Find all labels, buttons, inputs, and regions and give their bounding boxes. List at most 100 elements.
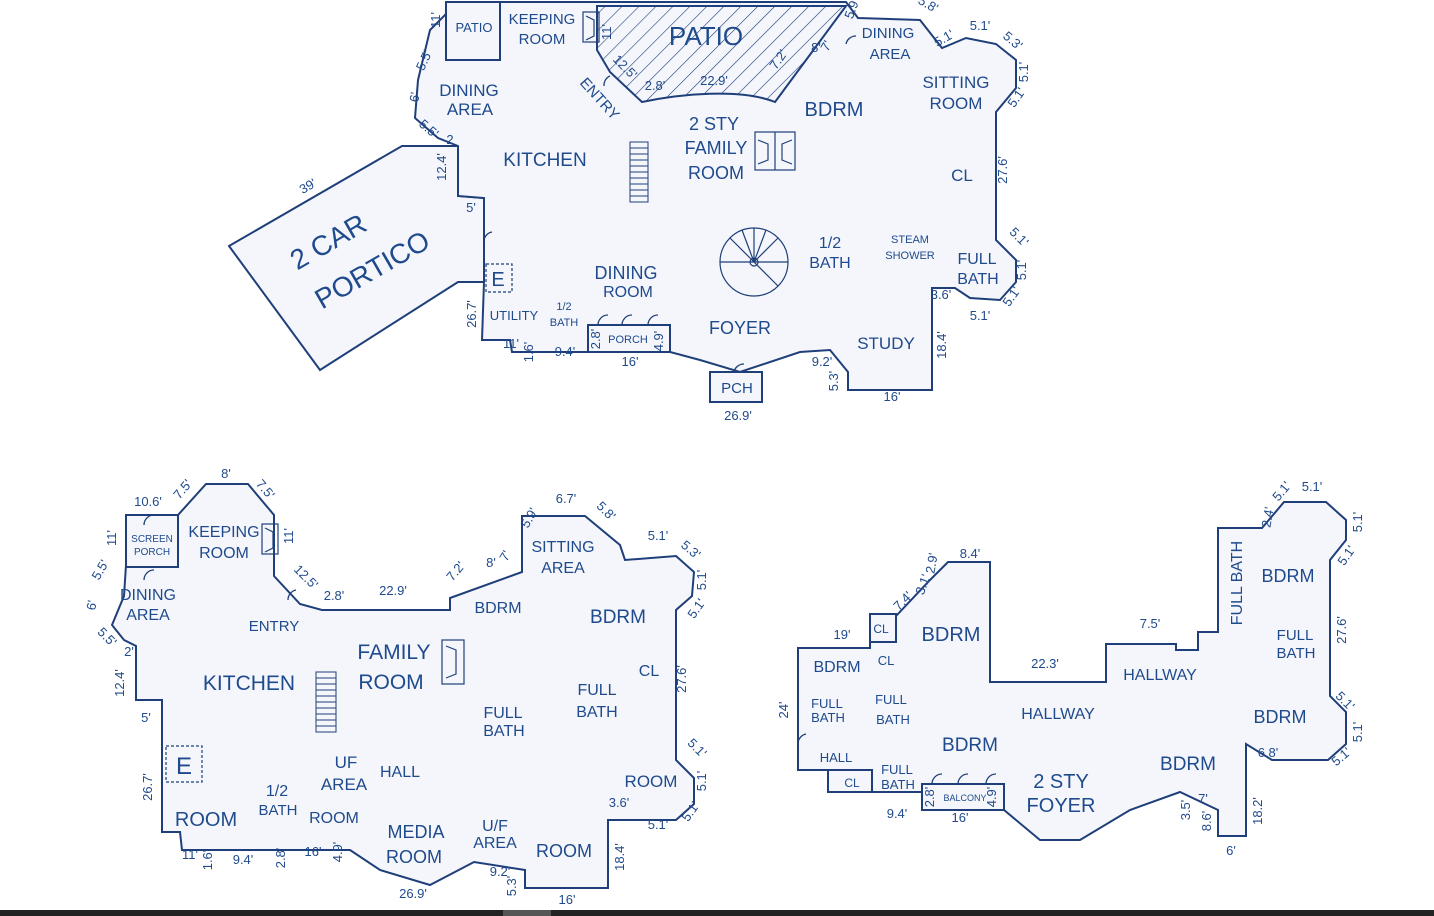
dim-label: 4.9' xyxy=(984,787,999,808)
dim-label: 5.8' xyxy=(594,498,619,523)
dim-label: 24' xyxy=(776,702,791,719)
study-label: STUDY xyxy=(857,334,915,353)
dim-label: 22.9' xyxy=(379,583,407,598)
bdrm-mid-label: BDRM xyxy=(942,735,998,756)
kitchen-label: KITCHEN xyxy=(503,150,586,171)
keeping-fireplace-lower-icon xyxy=(261,523,279,555)
dim-label: 5.8' xyxy=(916,0,941,16)
hall-lower-label: HALL xyxy=(380,764,420,781)
dim-label: 10.6' xyxy=(134,494,162,509)
scrollbar-thumb[interactable] xyxy=(503,910,551,916)
dim-label: 8' xyxy=(811,40,821,55)
closet-b-label: CL xyxy=(878,653,895,668)
dim-label: 1.6' xyxy=(200,850,215,871)
bdrm-lower-right-label: BDRM xyxy=(1160,754,1216,775)
entry-lower-label: ENTRY xyxy=(249,618,300,635)
dim-label: 2 xyxy=(446,132,453,147)
dining-area-left-label-2: AREA xyxy=(447,100,494,119)
dim-label: 27.6' xyxy=(1334,616,1349,644)
dim-label: 5' xyxy=(141,710,151,725)
full-bath-b-label-1: FULL xyxy=(875,692,907,707)
room-c-label: ROOM xyxy=(625,772,678,791)
sitting-room-label-2: ROOM xyxy=(930,94,983,113)
dim-label: 5.1' xyxy=(970,18,991,33)
dim-label: 7' xyxy=(1198,791,1208,806)
half-bath-label-1: 1/2 xyxy=(819,235,841,252)
pch-box xyxy=(709,371,763,403)
keeping-room-lower-label-1: KEEPING xyxy=(188,524,259,541)
dining-area-lower-label-1: DINING xyxy=(120,587,176,604)
full-bath-label-2: BATH xyxy=(957,271,998,288)
dim-label: 18.4' xyxy=(934,331,949,359)
dim-label: 3.1' xyxy=(912,572,933,596)
room-a-label: ROOM xyxy=(175,809,237,831)
dim-label: 5.1' xyxy=(1016,62,1031,83)
dim-label: 6' xyxy=(1226,843,1236,858)
hallway-a-label: HALLWAY xyxy=(1021,706,1095,723)
dim-label: 26.9' xyxy=(724,408,752,423)
elevator-lower-label: E xyxy=(176,753,192,780)
dim-label: 18.2' xyxy=(1250,797,1265,825)
utility-label: UTILITY xyxy=(490,308,539,323)
pch-label: PCH xyxy=(721,380,753,397)
fireplace-icon xyxy=(754,131,796,171)
room-d-label: ROOM xyxy=(536,841,592,861)
half-bath-label-2: BATH xyxy=(809,255,850,272)
elevator-box xyxy=(485,263,513,293)
patio-small-label: PATIO xyxy=(455,20,492,35)
bdrm-main-label: BDRM xyxy=(922,624,981,646)
dim-label: 27.6' xyxy=(674,665,689,693)
dim-label: 26.7' xyxy=(464,300,479,328)
dim-label: 5.1' xyxy=(1014,260,1029,281)
dim-label: 5.3' xyxy=(504,876,519,897)
dim-label: 18.4' xyxy=(612,843,627,871)
dining-room-label-1: DINING xyxy=(595,263,658,283)
dim-label: 8' xyxy=(486,555,496,570)
dim-label: 9.4' xyxy=(887,806,908,821)
full-bath-b-label-2: BATH xyxy=(483,723,524,740)
dim-label: 6' xyxy=(406,91,422,103)
balcony-label: BALCONY xyxy=(943,793,986,803)
cl-box-c xyxy=(827,769,873,793)
keeping-fireplace-icon xyxy=(582,11,600,43)
dim-label: 12.5' xyxy=(291,562,321,592)
patio-small-box xyxy=(445,1,501,61)
dim-label: 8.6' xyxy=(1199,811,1214,832)
media-room-label-2: ROOM xyxy=(386,847,442,867)
dim-label: 5.1' xyxy=(1269,478,1294,503)
dim-label: 5.9' xyxy=(841,0,862,21)
balcony-box xyxy=(921,783,1005,811)
dim-label: 2.9' xyxy=(922,552,940,575)
dim-label: 7.5' xyxy=(1140,616,1161,631)
dim-label: 2.8' xyxy=(273,848,288,869)
dim-label: 5.1' xyxy=(1007,224,1032,249)
screen-porch-label-2: PORCH xyxy=(134,547,170,558)
dim-label: 5.1' xyxy=(970,308,991,323)
foyer-label: FOYER xyxy=(709,318,771,338)
cl-box-a xyxy=(869,613,897,643)
dim-label: 11' xyxy=(599,24,614,40)
keeping-room-lower-label-2: ROOM xyxy=(199,545,249,562)
foyer-lower-label-2: FOYER xyxy=(1027,795,1096,817)
bdrm-label: BDRM xyxy=(805,99,864,121)
closet-lower-label: CL xyxy=(639,663,660,680)
dim-label: 26.7' xyxy=(140,773,155,801)
bdrm-lower-left-label-1: BDRM xyxy=(474,600,521,617)
small-half-bath-label-1: 1/2 xyxy=(556,301,571,313)
dim-label: 9.4' xyxy=(555,344,576,359)
dim-label: 7.2' xyxy=(443,558,468,583)
door-swings-lower-left xyxy=(143,514,297,601)
porch-box xyxy=(587,324,671,353)
dim-label: 8.4' xyxy=(960,546,981,561)
dim-label: 5.3' xyxy=(826,371,841,392)
bottom-scrollbar[interactable] xyxy=(0,910,1434,916)
spiral-staircase-icon xyxy=(719,227,789,297)
door-swings-lower-right xyxy=(797,733,997,785)
main-floor-outline xyxy=(413,1,1017,391)
dim-label: 22.9' xyxy=(700,73,728,88)
lower-left-floor-plan: SCREEN PORCH KEEPING ROOM DINING AREA EN… xyxy=(83,466,709,907)
half-bath-lower-label-1: 1/2 xyxy=(266,783,288,800)
dim-label: 11' xyxy=(428,12,443,28)
patio-large-shape xyxy=(596,5,848,104)
